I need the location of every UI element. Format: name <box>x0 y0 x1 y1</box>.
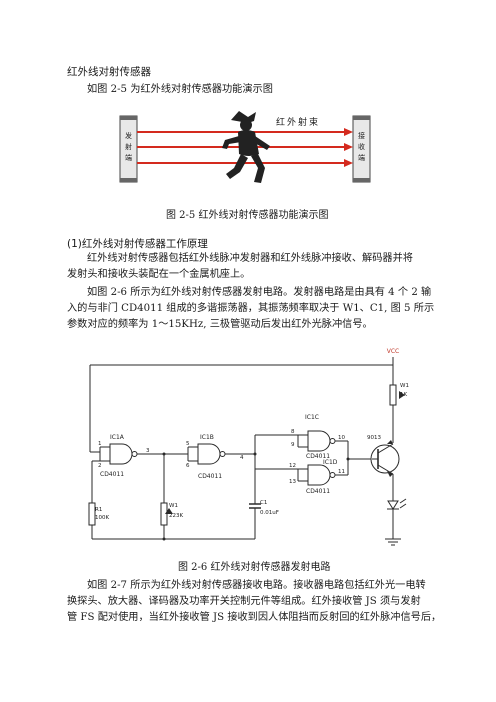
section-heading: (1)红外线对射传感器工作原理 <box>67 238 208 250</box>
ic1a-pin1: 1 <box>98 441 102 447</box>
ic1b-pin4: 4 <box>240 455 244 461</box>
page-title: 红外线对射传感器 <box>67 66 151 78</box>
figure-2-6-caption: 图 2-6 红外线对射传感器发射电路 <box>178 562 331 573</box>
ic1c-pin9: 9 <box>291 442 295 448</box>
ic1d-part: CD4011 <box>306 488 330 495</box>
para3-line1: 如图 2-7 所示为红外线对射传感器接收电路。接收器电路包括红外光一电转 <box>87 580 426 591</box>
r1-value: 100K <box>95 515 109 521</box>
ic1d-pin11: 11 <box>338 469 345 475</box>
ic1c-name: IC1C <box>305 414 319 421</box>
para2-line3: 参数对应的频率为 1～15KHz, 三极管驱动后发出红外光脉冲信号。 <box>67 319 373 330</box>
ic1b-pin6: 6 <box>186 463 190 469</box>
ic1d-pin13: 13 <box>289 479 296 485</box>
ic1a-pin3: 3 <box>146 448 150 454</box>
vcc-label: VCC <box>387 348 399 355</box>
c1-value: 0.01uF <box>260 510 279 516</box>
c1-label: C1 <box>260 500 267 506</box>
ic1b-part: CD4011 <box>198 473 222 480</box>
gate-ic1b <box>197 443 221 465</box>
para3-line3: 管 FS 配对使用，当红外接收管 JS 接收到因人体阻挡而反射回的红外脉冲信号后… <box>67 612 442 623</box>
w2-value: 1K <box>400 392 407 398</box>
emitter-label-3: 端 <box>125 153 132 162</box>
ic1c-pin8: 8 <box>291 429 295 435</box>
intro-text: 如图 2-5 为红外线对射传感器功能演示图 <box>87 84 273 95</box>
r1-label: R1 <box>95 507 102 513</box>
beam-label: 红外射束 <box>276 116 320 128</box>
figure-2-5-caption: 图 2-5 红外线对射传感器功能演示图 <box>166 210 329 221</box>
receiver-label-3: 端 <box>358 153 365 162</box>
ic1d-pin12: 12 <box>289 463 296 469</box>
ic1a-pin2: 2 <box>98 463 102 469</box>
gate-ic1a <box>109 443 133 465</box>
ic1a-part: CD4011 <box>100 471 124 478</box>
ic1b-pin5: 5 <box>186 441 190 447</box>
para1-line2: 发射头和接收头装配在一个金属机座上。 <box>67 269 251 280</box>
ic1c-part: CD4011 <box>306 453 330 460</box>
transistor-label: 9013 <box>367 435 381 441</box>
para2-line2: 入的与非门 CD4011 组成的多谐振荡器，其振荡频率取决于 W1、C1, 图 … <box>67 303 435 314</box>
receiver-label-2: 收 <box>358 142 365 151</box>
ic1c-pin10: 10 <box>338 435 345 441</box>
para3-line2: 换探头、放大器、译码器及功率开关控制元件等组成。红外接收管 JS 须与发射 <box>67 596 421 607</box>
w1-value: 223K <box>169 513 183 519</box>
gate-ic1c <box>307 430 331 452</box>
receiver-label-1: 接 <box>358 131 365 140</box>
gate-ic1d <box>307 464 331 486</box>
para2-line1: 如图 2-6 所示为红外线对射传感器发射电路。发射器电路是由具有 4 个 2 输 <box>87 287 432 298</box>
intruder-silhouette <box>222 111 270 183</box>
para1-line1: 红外线对射传感器包括红外线脉冲发射器和红外线脉冲接收、解码器并将 <box>87 253 413 264</box>
emitter-label-1: 发 <box>125 131 132 140</box>
ic1d-name: IC1D <box>323 459 338 466</box>
w1-label: W1 <box>169 503 178 509</box>
ic1a-name: IC1A <box>110 434 125 441</box>
figure-2-6-circuit: VCC IC1A CD4011 1 2 3 IC1B CD4011 5 6 4 … <box>88 348 409 546</box>
figure-2-5: 发 射 端 接 收 端 红外射束 <box>119 111 371 183</box>
w2-label: W1 <box>400 383 409 389</box>
ic1b-name: IC1B <box>200 434 214 441</box>
ir-led <box>387 500 399 510</box>
emitter-label-2: 射 <box>125 142 132 151</box>
